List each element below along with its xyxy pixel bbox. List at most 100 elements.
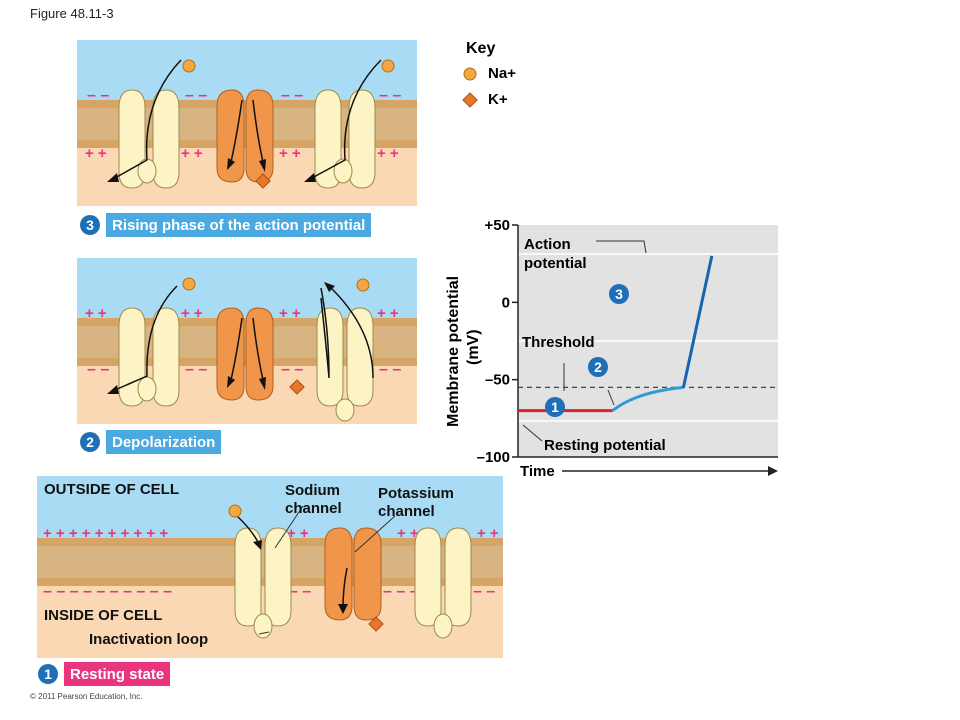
k-ion-icon bbox=[462, 91, 478, 108]
x-axis-label-group: Time bbox=[520, 463, 778, 480]
key-label-na: Na+ bbox=[488, 65, 516, 82]
svg-text:+ +: + + bbox=[377, 145, 399, 162]
charges-bottom: + + + + + + + + bbox=[85, 145, 399, 162]
svg-text:+ +: + + bbox=[181, 145, 203, 162]
ion-flow-arrows bbox=[114, 285, 374, 391]
charges-top: + + + + + + + + bbox=[85, 305, 399, 322]
depolarization-panel: + + + + + + + + – – – – – – – – bbox=[77, 258, 417, 424]
outside-of-cell-label: OUTSIDE OF CELL bbox=[44, 481, 179, 498]
y-axis-label-line2: (mV) bbox=[465, 329, 482, 365]
svg-text:– –: – – bbox=[185, 361, 207, 378]
sodium-channel-open-2 bbox=[314, 89, 376, 189]
sodium-channel-closed-2 bbox=[316, 307, 374, 422]
action-potential-spike bbox=[681, 255, 714, 388]
y-axis-label-line1: Membrane potential bbox=[445, 276, 462, 427]
sodium-channel-open-1 bbox=[118, 307, 180, 407]
figure-label: Figure 48.11-3 bbox=[30, 6, 114, 21]
x-axis-label: Time bbox=[520, 463, 555, 480]
gridlines bbox=[518, 253, 778, 422]
arrowheads bbox=[253, 540, 348, 614]
step-badge-1: 1 bbox=[38, 664, 58, 684]
potassium-channel-1 bbox=[216, 89, 274, 183]
step-marker-3: 3 bbox=[609, 284, 629, 304]
resting-potential-label: Resting potential bbox=[544, 437, 666, 454]
y-ticks: +50 0 –50 –100 bbox=[477, 217, 518, 466]
svg-text:+ +: + + bbox=[85, 305, 107, 322]
k-ion bbox=[289, 379, 305, 395]
svg-text:+ +: + + bbox=[181, 305, 203, 322]
key-title: Key bbox=[466, 40, 496, 57]
y-tick-label: –100 bbox=[477, 449, 510, 466]
depolarization-caption: 2 Depolarization bbox=[80, 430, 222, 454]
svg-text:– – – – – – – – – –: – – – – – – – – – – bbox=[43, 583, 172, 600]
ion-flow-arrows bbox=[114, 59, 382, 179]
action-potential-label-line2: potential bbox=[524, 255, 587, 272]
resting-state-panel: + + + + + + + + + + + + + + + + + – – – … bbox=[37, 476, 503, 658]
na-ion bbox=[182, 59, 196, 73]
step-badge-2: 2 bbox=[80, 432, 100, 452]
sodium-channel-open-1 bbox=[118, 89, 180, 189]
potassium-channel-1 bbox=[216, 307, 274, 401]
action-potential-graph: +50 0 –50 –100 Membrane potential (mV) Acti… bbox=[430, 205, 810, 490]
y-tick-label: –50 bbox=[485, 372, 510, 389]
charges-bottom: – – – – – – – – – – – – – – – – – – bbox=[43, 583, 495, 600]
na-ion bbox=[356, 278, 370, 292]
sodium-channel-label: Sodium channel bbox=[285, 482, 342, 517]
potassium-channel-closed bbox=[324, 527, 382, 621]
na-ion bbox=[381, 59, 395, 73]
copyright: © 2011 Pearson Education, Inc. bbox=[30, 692, 143, 701]
resting-state-label: Resting state bbox=[64, 662, 171, 686]
threshold-label: Threshold bbox=[522, 334, 595, 351]
k-ion bbox=[255, 173, 271, 189]
svg-text:1: 1 bbox=[551, 399, 559, 415]
na-ion bbox=[228, 504, 242, 518]
rising-phase-caption: 3 Rising phase of the action potential bbox=[80, 213, 372, 237]
na-ion bbox=[182, 277, 196, 291]
callout-leaders bbox=[258, 505, 396, 635]
svg-text:– –: – – bbox=[185, 87, 207, 104]
inactivation-loop-label: Inactivation loop bbox=[89, 631, 209, 648]
y-tick-label: 0 bbox=[502, 294, 510, 311]
key-item-k: K+ bbox=[462, 91, 508, 108]
key-item-na: Na+ bbox=[462, 65, 516, 82]
time-arrowhead bbox=[768, 466, 778, 476]
inside-of-cell-label: INSIDE OF CELL bbox=[44, 607, 163, 624]
sodium-channel-closed-2 bbox=[414, 527, 472, 639]
svg-text:+ + + + + + + + + +: + + + + + + + + + + bbox=[43, 525, 168, 542]
svg-text:– –: – – bbox=[473, 583, 495, 600]
depolarization-label: Depolarization bbox=[106, 430, 222, 454]
charges-top: – –– –– –– – bbox=[87, 87, 401, 104]
key-label-k: K+ bbox=[488, 91, 508, 108]
threshold-curve bbox=[611, 385, 684, 412]
step-badge-3: 3 bbox=[80, 215, 100, 235]
step-marker-2: 2 bbox=[588, 357, 608, 377]
resting-state-caption: 1 Resting state bbox=[38, 662, 171, 686]
svg-text:+ +: + + bbox=[85, 145, 107, 162]
svg-text:– –: – – bbox=[281, 87, 303, 104]
depolarization-illustration: + + + + + + + + – – – – – – – – bbox=[77, 258, 417, 424]
svg-text:– –: – – bbox=[87, 361, 109, 378]
svg-text:+ +: + + bbox=[279, 305, 301, 322]
arrowheads bbox=[107, 282, 335, 394]
svg-text:+ +: + + bbox=[477, 525, 499, 542]
membrane-potential-chart: +50 0 –50 –100 Membrane potential (mV) Acti… bbox=[445, 217, 778, 480]
svg-text:– –: – – bbox=[87, 87, 109, 104]
rising-phase-illustration: – – – – – – – – + + + + + + + + bbox=[77, 40, 417, 206]
sodium-channel-closed-1 bbox=[234, 527, 292, 639]
rising-phase-panel: – – – – – – – – + + + + + + + + bbox=[77, 40, 417, 206]
action-potential-label-line1: Action bbox=[524, 236, 571, 253]
svg-text:2: 2 bbox=[594, 359, 602, 375]
potassium-channel-label: Potassium channel bbox=[378, 485, 454, 520]
na-ion-icon bbox=[463, 67, 477, 80]
svg-text:+ +: + + bbox=[377, 305, 399, 322]
y-tick-label: +50 bbox=[485, 217, 510, 234]
svg-text:+ +: + + bbox=[279, 145, 301, 162]
arrowheads bbox=[107, 158, 316, 182]
svg-text:– –: – – bbox=[379, 361, 401, 378]
rising-phase-label: Rising phase of the action potential bbox=[106, 213, 372, 237]
step-marker-1: 1 bbox=[545, 397, 565, 417]
svg-text:– –: – – bbox=[379, 87, 401, 104]
svg-text:+ +: + + bbox=[287, 525, 309, 542]
svg-text:– –: – – bbox=[281, 361, 303, 378]
svg-text:– –: – – bbox=[289, 583, 311, 600]
